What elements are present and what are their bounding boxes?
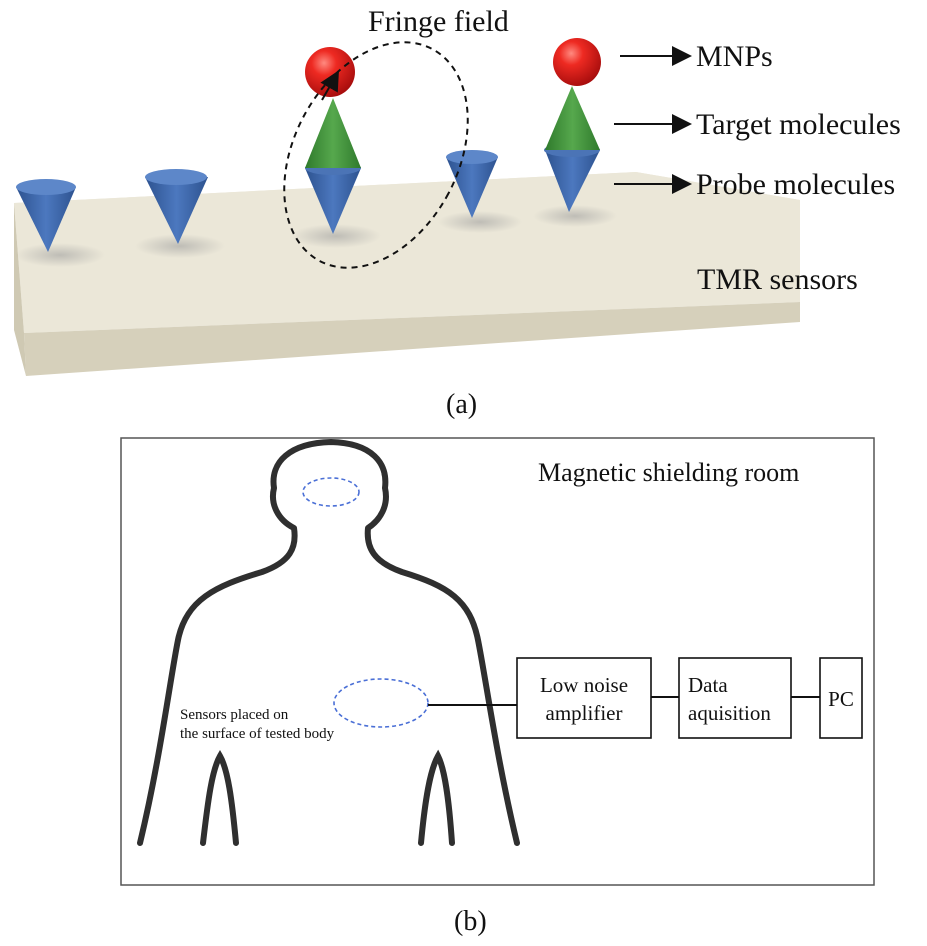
bound-stack-center — [305, 47, 361, 234]
panel-b: Magnetic shielding room Sensors placed o… — [120, 437, 875, 937]
amplifier-line2: amplifier — [546, 701, 623, 725]
shadow — [291, 224, 381, 248]
arm-inner-left — [200, 749, 239, 846]
mnps-label: MNPs — [696, 40, 773, 73]
body-outline — [137, 439, 520, 846]
fringe-field-loop — [283, 41, 469, 269]
caption-a: (a) — [446, 389, 477, 420]
fringe-field-arrow — [320, 70, 339, 101]
caption-b: (b) — [454, 906, 487, 937]
daq-box — [678, 657, 792, 739]
substrate-side — [14, 203, 26, 376]
head-sensor-ellipse — [302, 477, 360, 507]
bound-stack-right — [544, 38, 601, 212]
tmr-label: TMR sensors — [697, 263, 858, 296]
target-molecule — [305, 98, 361, 168]
sensors-label-line1: Sensors placed on — [180, 707, 289, 723]
panel-a: Fringe field MNPs Target molecules Probe… — [14, 5, 901, 420]
chest-sensor-ellipse — [333, 678, 429, 728]
amplifier-line1: Low noise — [540, 673, 628, 697]
daq-line2: aquisition — [688, 701, 771, 725]
target-molecule — [545, 86, 600, 150]
probe-molecule — [305, 168, 361, 234]
shadow — [15, 243, 105, 267]
shadow — [438, 211, 522, 233]
daq-line1: Data — [688, 673, 728, 697]
target-label: Target molecules — [696, 108, 901, 141]
mnp-sphere — [553, 38, 601, 86]
probe-label: Probe molecules — [696, 168, 895, 201]
probe-molecule — [145, 169, 208, 244]
shadow — [135, 234, 225, 258]
pc-label: PC — [828, 687, 854, 711]
arm-inner-right — [418, 749, 455, 846]
probe-molecule — [16, 179, 76, 252]
substrate-front — [24, 302, 800, 376]
fringe-field-label: Fringe field — [368, 5, 509, 38]
sensors-label-line2: the surface of tested body — [180, 726, 335, 742]
shadow — [533, 205, 617, 227]
room-label: Magnetic shielding room — [538, 458, 799, 487]
pc-box — [819, 657, 863, 739]
probe-molecule — [545, 150, 600, 212]
mnp-sphere — [305, 47, 355, 97]
amplifier-box — [516, 657, 652, 739]
